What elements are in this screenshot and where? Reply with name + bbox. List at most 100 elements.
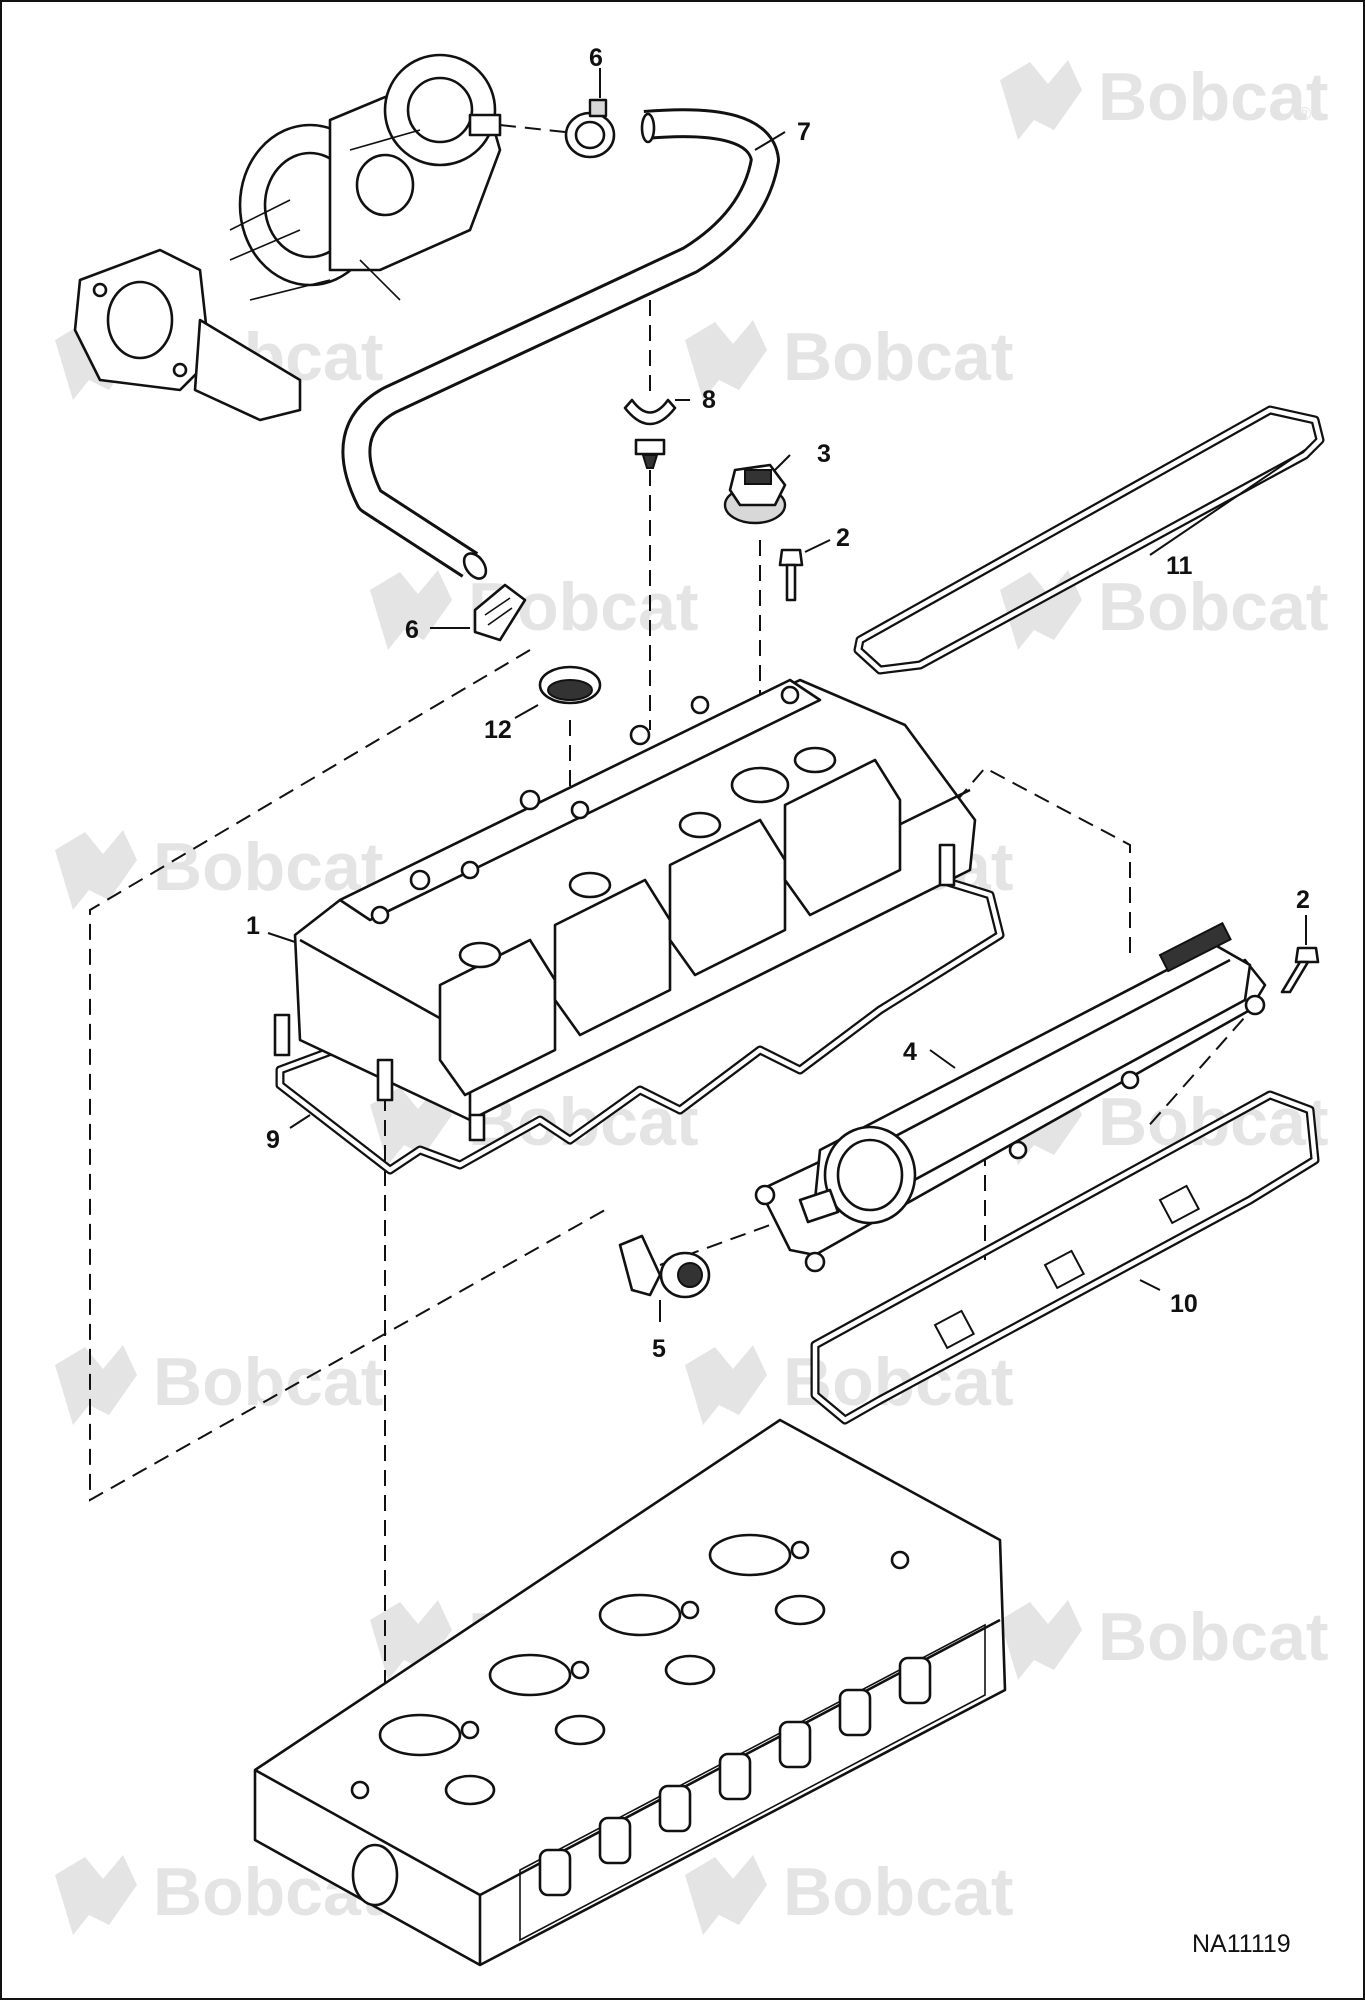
breather-separator-cap — [836, 1138, 904, 1212]
rail-boss — [409, 869, 431, 891]
cover-window-1 — [438, 938, 557, 1097]
rail-boss — [690, 695, 710, 715]
callout-12: 12 — [484, 716, 512, 744]
alignment-line-left-box — [89, 649, 606, 1502]
valve-seat — [444, 1774, 496, 1806]
gasket-window — [1158, 1184, 1201, 1225]
hose-clamp-upper — [564, 98, 616, 159]
cover-stud — [376, 1058, 394, 1102]
head-block-outline — [253, 1418, 1007, 1967]
injector-port — [678, 811, 722, 839]
gasket-10 — [810, 1090, 1320, 1425]
callout-7: 7 — [797, 118, 811, 146]
callout-5: 5 — [652, 1335, 666, 1363]
injector-port — [568, 871, 612, 899]
watermark-14: Bobcat — [55, 1854, 383, 1935]
head-port — [778, 1720, 812, 1769]
hose-body — [344, 111, 777, 576]
leader-9 — [289, 1114, 311, 1129]
valve-seat — [664, 1654, 716, 1686]
leader-11 — [1149, 449, 1306, 556]
head-port — [598, 1816, 632, 1865]
rail-boss — [460, 860, 480, 880]
turbo-breather-nipple — [468, 113, 502, 137]
watermark-text: Bobcat — [783, 319, 1013, 395]
leader-3 — [774, 454, 791, 471]
callout-6-upper: 6 — [589, 44, 603, 72]
watermark-text: Bobcat — [153, 1344, 383, 1420]
callout-1: 1 — [246, 912, 260, 940]
flange-bolt-hole — [1244, 994, 1266, 1016]
bobcat-logo-icon — [55, 1855, 137, 1935]
valve-cover-rail — [338, 678, 822, 922]
head-port — [538, 1848, 572, 1897]
breather-elbow — [618, 1234, 711, 1299]
valve-cover — [273, 678, 1005, 1175]
watermark-text: Bobcat — [153, 829, 383, 905]
head-front-port — [351, 1843, 399, 1907]
gasket-window — [933, 1309, 976, 1350]
flange-bolt-hole — [172, 362, 188, 378]
cover-stud — [273, 1013, 291, 1057]
callout-2-upper: 2 — [836, 524, 850, 552]
bobcat-logo-icon — [370, 570, 452, 650]
leader-2-upper — [804, 539, 831, 553]
figure-id: NA11119 — [1192, 1930, 1291, 1958]
leader-7 — [754, 131, 786, 151]
breather-outlet — [798, 1188, 840, 1224]
turbo-detail-lines — [229, 129, 421, 301]
bobcat-logo-icon — [685, 1345, 767, 1425]
callout-3: 3 — [817, 440, 831, 468]
turbo-actuator — [355, 153, 415, 217]
seal-inner — [547, 679, 593, 701]
bobcat-logo-icon — [685, 1855, 767, 1935]
breather-cover — [754, 921, 1267, 1273]
cover-window-2 — [553, 878, 672, 1037]
head-bolt-hole — [570, 1660, 590, 1680]
head-bolt-hole — [790, 1540, 810, 1560]
head-bolt-hole — [890, 1550, 910, 1570]
rail-boss — [570, 800, 590, 820]
cover-bolt-upper — [778, 548, 804, 602]
watermark-registered: ® — [1298, 104, 1311, 124]
hose-clamp-lower — [473, 583, 527, 642]
watermark-3: Bobcat — [685, 319, 1013, 400]
leader-lines — [267, 68, 1307, 1322]
clamp-tab — [588, 98, 608, 118]
callout-10: 10 — [1170, 1290, 1198, 1318]
cover-window-4 — [783, 758, 902, 917]
watermark-6: Bobcat — [55, 829, 383, 910]
valve-seat — [554, 1714, 606, 1746]
injector-port — [793, 746, 837, 774]
alignment-line-turbo-clamp — [499, 124, 566, 133]
head-bolt-hole — [460, 1720, 480, 1740]
valve-seat — [774, 1594, 826, 1626]
watermark-13: Bobcat — [1000, 1599, 1328, 1680]
callout-2-right: 2 — [1296, 886, 1310, 914]
head-port — [838, 1688, 872, 1737]
head-port — [658, 1784, 692, 1833]
head-side-face — [519, 1623, 986, 1942]
clip-stem — [641, 454, 659, 469]
valve-pocket — [488, 1653, 572, 1697]
bobcat-logo-icon — [55, 1345, 137, 1425]
watermark-1: Bobcat ® — [1000, 59, 1328, 140]
gasket-core — [855, 407, 1323, 673]
turbocharger-assembly — [73, 53, 502, 422]
leader-10 — [1139, 1279, 1161, 1291]
breather-cover-logo-plate — [1158, 921, 1232, 973]
hose-end-upper — [640, 112, 656, 144]
callout-11: 11 — [1166, 552, 1193, 580]
watermark-text: Bobcat — [1098, 569, 1328, 645]
watermark-text: Bobcat — [783, 1344, 1013, 1420]
watermark-5: Bobcat — [1000, 569, 1328, 650]
cylinder-head — [253, 1418, 1007, 1967]
gasket-core — [812, 1092, 1318, 1423]
head-bolt-hole — [350, 1780, 370, 1800]
clip-base — [634, 438, 666, 456]
callout-9: 9 — [266, 1126, 280, 1154]
bolt-head — [778, 548, 804, 567]
flange-bolt-hole — [92, 282, 108, 298]
